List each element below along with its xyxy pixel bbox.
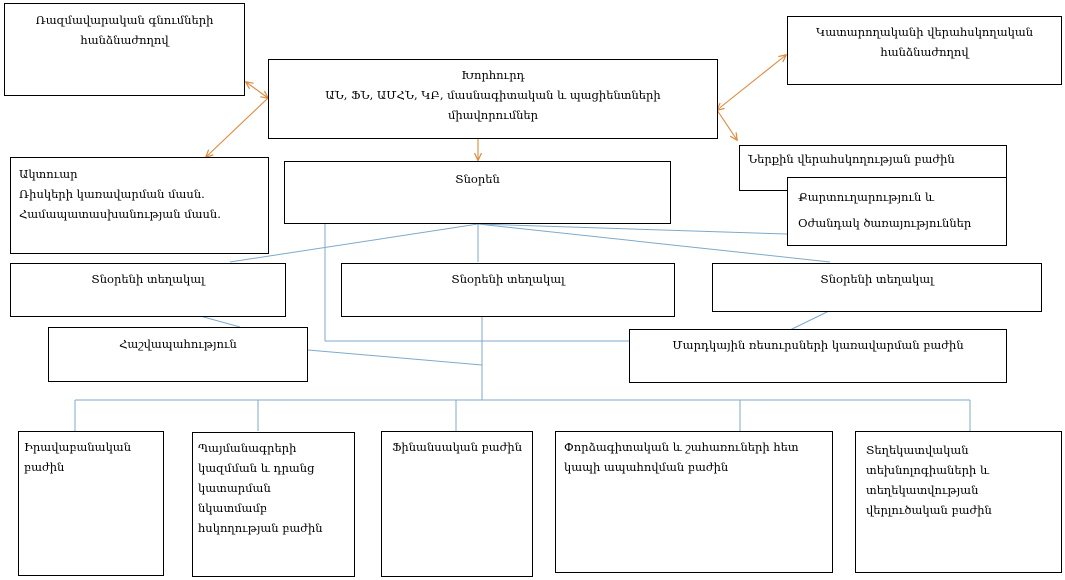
it-line-2: տեխնոլոգիաների և [866,463,990,477]
accounting-label: Հաշվապահություն [119,337,237,351]
actuary-box: Ակտուար Ռիսկերի կառավարման մասն. Համապատ… [10,157,269,254]
actuary-line-1: Ակտուար [19,167,78,181]
finance-label: Ֆինանսական բաժին [391,440,523,454]
arrow-board-committee [717,55,786,110]
contracts-department-box: Պայմանագրերի կազմման և դրանց կատարման նկ… [192,432,355,577]
expertise-line-1: Փորձագիտական և շահառուների հետ [564,440,799,454]
internal-audit-label: Ներքին վերահսկողության բաժին [748,152,955,166]
expertise-line-2: կապի ապահովման բաժին [564,460,729,474]
arrow-strategic-board [246,82,268,98]
actuary-line-2: Ռիսկերի կառավարման մասն. [19,187,205,201]
line-director-secretariat [477,223,788,235]
org-connectors [74,223,971,431]
actuary-line-3: Համապատասխանության մասն. [19,207,221,221]
performance-control-committee-box: Կատարողականի վերահսկողական հանձնաժողով [787,16,1062,85]
board-title: Խորհուրդ [461,68,525,82]
deputy-director-2-box: Տնօրենի տեղակալ [341,263,675,317]
expertise-department-box: Փորձագիտական և շահառուների հետ կապի ապահ… [555,431,833,573]
contracts-line-4: նկատմամբ [198,501,267,515]
board-box: Խորհուրդ ԱՆ, ՖՆ, ԱՄՀՆ, ԿԲ, մասնագիտական … [268,59,718,139]
strategic-procurement-committee-label: Ռազմավարական գնումների հանձնաժողով [35,13,214,47]
director-box: Տնօրեն [284,161,671,224]
performance-control-committee-label: Կատարողականի վերահսկողական հանձնաժողով [815,25,1034,59]
contracts-line-5: հսկողության բաժին [198,521,323,535]
deputy-director-2-label: Տնօրենի տեղակալ [451,272,565,286]
it-line-3: տեղեկատվության [866,483,979,497]
arrow-board-audit [716,109,737,140]
finance-department-box: Ֆինանսական բաժին [381,431,533,577]
legal-line-1: Իրավաբանական [24,440,132,454]
contracts-line-3: կատարման [198,481,271,495]
deputy-director-3-label: Տնօրենի տեղակալ [820,272,934,286]
contracts-line-2: կազմման և դրանց [198,461,315,475]
deputy-director-1-label: Տնօրենի տեղակալ [91,272,205,286]
it-department-box: Տեղեկատվական տեխնոլոգիաների և տեղեկատվու… [855,431,1062,573]
it-line-1: Տեղեկատվական [866,443,969,457]
accounting-box: Հաշվապահություն [48,327,308,382]
board-members: ԱՆ, ՖՆ, ԱՄՀՆ, ԿԲ, մասնագիտական և պացիենտ… [325,88,661,122]
hr-department-box: Մարդկային ռեսուրսների կառավարման բաժին [629,329,1007,383]
arrow-board-actuary [206,97,269,157]
line-deputy3-hr [789,310,830,331]
deputy-director-3-box: Տնօրենի տեղակալ [712,263,1042,312]
deputy-director-1-box: Տնօրենի տեղակալ [10,263,286,317]
line-director-deputy1 [229,223,479,263]
contracts-line-1: Պայմանագրերի [198,441,297,455]
secretariat-box: Քարտուղարություն և Օժանդակ ծառայությունն… [787,177,1007,246]
legal-department-box: Իրավաբանական բաժին [18,431,164,576]
legal-line-2: բաժին [24,460,65,474]
line-accounting-bus [307,349,483,366]
strategic-procurement-committee-box: Ռազմավարական գնումների հանձնաժողով [4,3,245,96]
secretariat-line-1: Քարտուղարություն և [798,190,935,204]
secretariat-line-2: Օժանդակ ծառայություններ [798,216,972,230]
line-director-deputy3 [477,223,831,263]
arrow-connectors [206,55,786,160]
director-label: Տնօրեն [455,172,500,186]
hr-department-label: Մարդկային ռեսուրսների կառավարման բաժին [672,338,964,352]
it-line-4: վերլուծական բաժին [866,503,992,517]
line-deputy1-accounting [199,315,241,328]
